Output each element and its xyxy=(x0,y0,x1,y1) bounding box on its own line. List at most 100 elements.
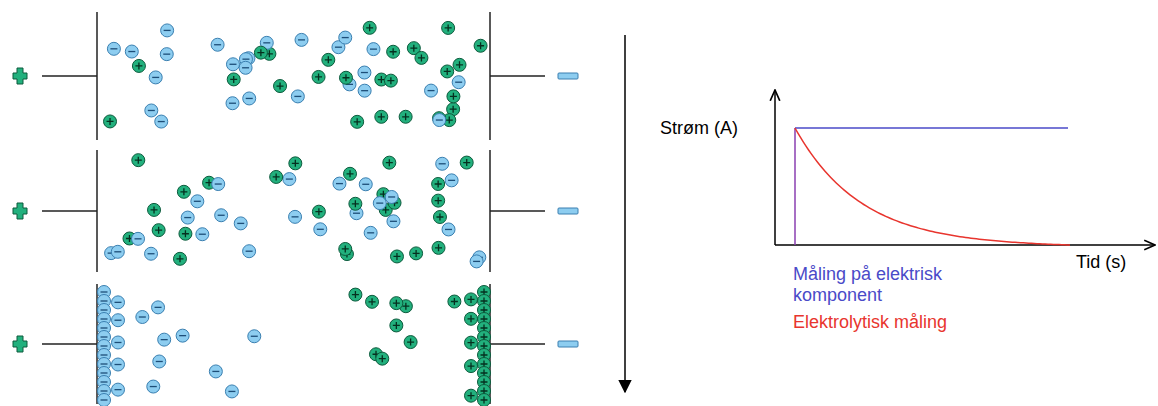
cation xyxy=(432,241,445,254)
anion xyxy=(291,90,304,103)
wire xyxy=(42,75,97,77)
anion xyxy=(211,38,224,51)
anion xyxy=(152,301,165,314)
anion xyxy=(111,245,124,258)
anion xyxy=(385,190,398,203)
time-arrow xyxy=(624,35,626,392)
legend-swatch: Måling på elektrisk komponent xyxy=(793,264,942,305)
wire xyxy=(42,210,97,212)
cation xyxy=(384,74,397,87)
minus-terminal xyxy=(558,73,578,79)
cation xyxy=(474,39,487,52)
plus-terminal xyxy=(13,336,27,352)
anion xyxy=(433,114,446,127)
minus-terminal xyxy=(558,341,578,347)
anion xyxy=(445,174,458,187)
anion xyxy=(112,314,125,327)
anion xyxy=(147,380,160,393)
cation xyxy=(363,21,376,34)
wire xyxy=(490,210,545,212)
cation xyxy=(432,194,445,207)
cation xyxy=(399,110,412,123)
anion xyxy=(215,209,228,222)
cation xyxy=(366,295,379,308)
anion xyxy=(339,31,352,44)
cation xyxy=(465,336,478,349)
anion xyxy=(181,211,194,224)
wire xyxy=(490,75,545,77)
graph xyxy=(775,90,1155,245)
x-axis xyxy=(775,244,1155,246)
anion xyxy=(358,84,371,97)
anion xyxy=(196,228,209,241)
wire xyxy=(490,343,545,345)
cation xyxy=(274,80,287,93)
cation xyxy=(351,115,364,128)
cation xyxy=(390,319,403,332)
step-line xyxy=(794,128,796,245)
cation xyxy=(453,58,466,71)
anion xyxy=(155,115,168,128)
anion xyxy=(436,157,449,170)
anion xyxy=(112,383,125,396)
anion xyxy=(161,24,174,37)
anion xyxy=(364,226,377,239)
cation xyxy=(177,185,190,198)
legend-text: Elektrolytisk måling xyxy=(793,312,947,332)
anion xyxy=(158,333,171,346)
anion xyxy=(289,210,302,223)
legend-entry: Måling på elektrisk komponent xyxy=(793,264,1023,306)
constant-current-line xyxy=(795,127,1068,129)
anion xyxy=(314,223,327,236)
anion xyxy=(226,97,239,110)
anion xyxy=(209,365,222,378)
anion xyxy=(112,296,125,309)
anion xyxy=(248,330,261,343)
cation xyxy=(344,167,357,180)
anion xyxy=(145,247,158,260)
cation xyxy=(383,156,396,169)
anion xyxy=(153,355,166,368)
cation xyxy=(465,312,478,325)
electrolysis-panels xyxy=(13,12,578,406)
anion xyxy=(125,45,138,58)
cation xyxy=(433,210,446,223)
cation xyxy=(442,21,455,34)
anion xyxy=(112,358,125,371)
cation xyxy=(179,227,192,240)
anion xyxy=(442,223,455,236)
cation xyxy=(270,170,283,183)
y-axis xyxy=(774,90,776,245)
cation xyxy=(349,197,362,210)
cation xyxy=(104,115,117,128)
cation xyxy=(227,73,240,86)
cation xyxy=(148,203,161,216)
cation xyxy=(404,336,417,349)
cation xyxy=(448,295,461,308)
anion xyxy=(470,255,483,268)
cation xyxy=(339,242,352,255)
cation xyxy=(339,71,352,84)
anion xyxy=(191,195,204,208)
cation xyxy=(152,224,165,237)
cation xyxy=(132,154,145,167)
anion xyxy=(226,58,239,71)
cation xyxy=(376,352,389,365)
cation xyxy=(410,247,423,260)
plus-terminal xyxy=(13,68,27,84)
anion xyxy=(239,61,252,74)
cation xyxy=(289,157,302,170)
legend-entry: Elektrolytisk måling xyxy=(793,312,1053,333)
anion xyxy=(452,76,465,89)
cation xyxy=(312,205,325,218)
cation xyxy=(432,177,445,190)
anion xyxy=(176,329,189,342)
anion xyxy=(234,217,247,230)
anion xyxy=(145,104,158,117)
anion xyxy=(136,311,149,324)
cation xyxy=(465,293,478,306)
anion xyxy=(373,197,386,210)
legend-text: Måling på elektrisk komponent xyxy=(793,264,942,305)
anion xyxy=(107,42,120,55)
